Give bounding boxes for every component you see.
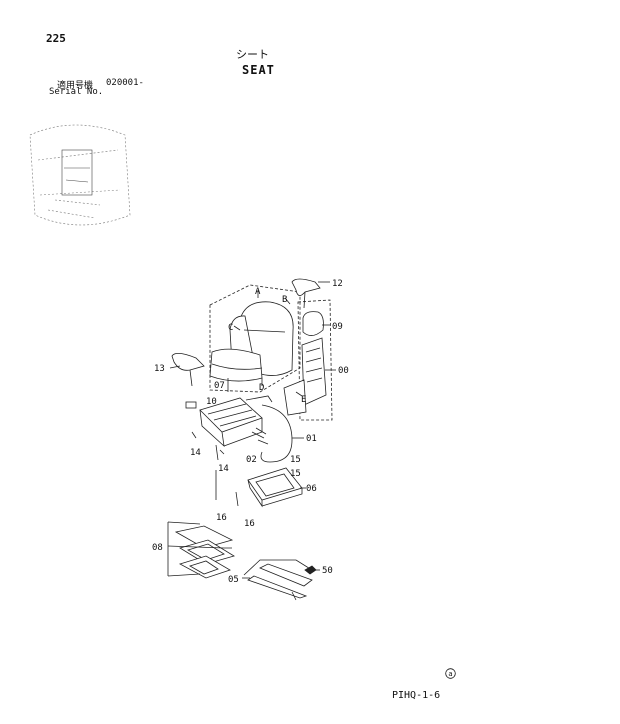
callout-07: 07 xyxy=(214,381,225,391)
page-title: SEAT xyxy=(242,63,275,77)
callout-05: 05 xyxy=(228,575,239,585)
location-thumbnail xyxy=(29,124,131,226)
armrest-left xyxy=(171,353,205,371)
callout-50: 50 xyxy=(322,566,333,576)
suspension-base xyxy=(185,395,273,448)
cable xyxy=(260,404,293,463)
cushion-pad-set xyxy=(174,525,235,579)
callout-09: 09 xyxy=(332,322,343,332)
callout-12: 12 xyxy=(332,279,343,289)
callout-15-bottom: 15 xyxy=(290,469,301,479)
callout-16-left: 16 xyxy=(216,513,227,523)
serial-label: Serial No. xyxy=(49,87,104,97)
headrest xyxy=(302,311,324,336)
serial-number-range: 020001- xyxy=(106,78,144,88)
callout-B: B xyxy=(282,295,287,305)
callout-A: A xyxy=(255,287,261,297)
callout-08: 08 xyxy=(152,543,163,553)
callout-06: 06 xyxy=(306,484,317,494)
callout-01: 01 xyxy=(306,434,317,444)
page-number: 225 xyxy=(46,32,66,45)
callout-16-right: 16 xyxy=(244,519,255,529)
seat-frame xyxy=(283,337,327,416)
callout-02: 02 xyxy=(246,455,257,465)
callout-13: 13 xyxy=(154,364,165,374)
serial-label-japanese: 適用号機 xyxy=(57,81,94,91)
seat-cushion xyxy=(209,348,263,382)
callout-15-top: 15 xyxy=(290,455,301,465)
callout-labels: A B C D E 12 09 00 13 07 10 01 14 02 15 … xyxy=(152,279,349,585)
callout-10: 10 xyxy=(206,397,217,407)
callout-D: D xyxy=(259,383,264,393)
frame-group-outline xyxy=(297,299,333,421)
seat-group-outline xyxy=(209,284,301,393)
title-japanese: シート xyxy=(236,48,269,61)
svg-text:a: a xyxy=(448,670,452,678)
a-mark-icon: a xyxy=(445,668,456,679)
footer-code: PIHQ-1-6 xyxy=(392,690,441,701)
callout-14-left: 14 xyxy=(190,448,201,458)
callout-C: C xyxy=(228,323,233,333)
armrest-right xyxy=(291,278,321,296)
callout-00: 00 xyxy=(338,366,349,376)
callout-E: E xyxy=(301,395,306,405)
adjust-lever xyxy=(243,559,313,601)
callout-14-center: 14 xyxy=(218,464,229,474)
